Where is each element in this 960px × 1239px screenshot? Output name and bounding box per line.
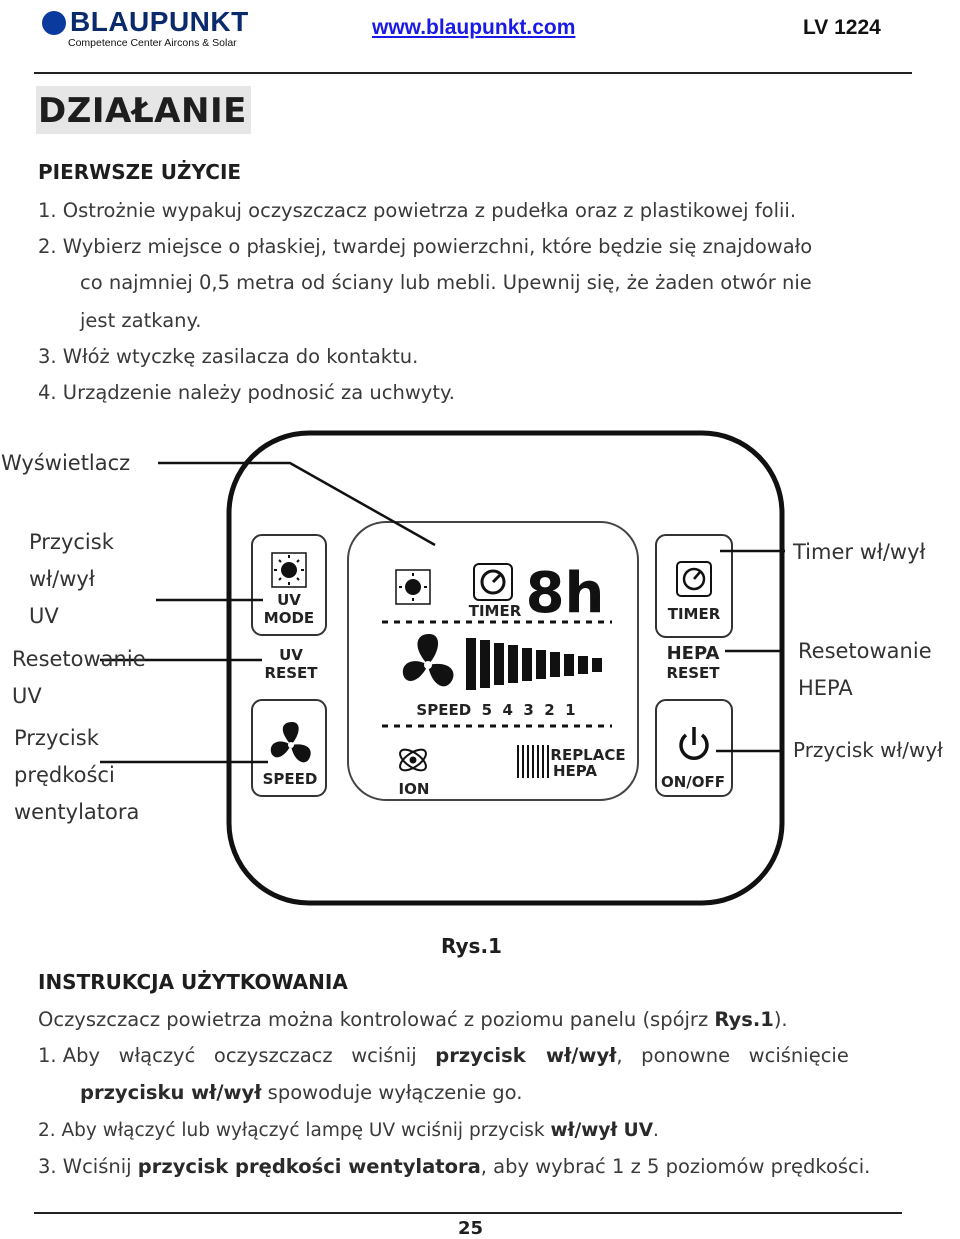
- ion-icon: [399, 748, 427, 772]
- first-use-item-cont: jest zatkany.: [80, 309, 202, 332]
- label-hepa-reset-1: Resetowanie: [798, 639, 932, 663]
- label-uv-reset-2: UV: [12, 684, 42, 708]
- display-uv-icon: [395, 569, 431, 605]
- footer-rule: [34, 1212, 902, 1214]
- instruction-item-1-cont: przycisku wł/wył spowoduje wyłączenie go…: [80, 1081, 523, 1104]
- replace-text-2: HEPA: [553, 762, 597, 780]
- page-number: 25: [458, 1218, 484, 1239]
- instructions-intro: Oczyszczacz powietrza można kontrolować …: [38, 1008, 788, 1031]
- label-speed-1: Przycisk: [14, 726, 99, 750]
- instruction-item-2: 2. Aby włączyć lub wyłączyć lampę UV wci…: [38, 1120, 659, 1141]
- power-icon: [679, 727, 709, 760]
- timer-icon: [676, 561, 712, 597]
- uv-lamp-icon: [271, 552, 307, 588]
- control-panel-figure: UV MODE UV RESET SPEED TIMER HEPA RESET …: [100, 430, 785, 906]
- label-speed-3: wentylatora: [14, 800, 140, 824]
- replace-text-1: REPLACE: [550, 746, 625, 764]
- speed-scale-text: SPEED 5 4 3 2 1: [416, 701, 575, 719]
- label-uv-button-2: wł/wył: [29, 567, 95, 591]
- figure-caption: Rys.1: [441, 934, 502, 958]
- label-uv-button-3: UV: [29, 604, 59, 628]
- first-use-item: 4. Urządzenie należy podnosić za uchwyty…: [38, 381, 455, 404]
- label-uv-button-1: Przycisk: [29, 530, 114, 554]
- label-speed-2: prędkości: [14, 763, 115, 787]
- speed-bars: [466, 638, 602, 690]
- first-use-item: 3. Włóż wtyczkę zasilacza do kontaktu.: [38, 345, 419, 368]
- model-number: LV 1224: [803, 16, 881, 39]
- display-timer-text: TIMER: [469, 602, 522, 620]
- leader-display: [158, 461, 436, 547]
- section-title: DZIAŁANIE: [36, 86, 251, 134]
- label-uv-reset-1: Resetowanie: [12, 647, 146, 671]
- timer-button: [655, 534, 733, 638]
- website-link[interactable]: www.blaupunkt.com: [372, 16, 576, 39]
- uv-reset-text-1: UV: [279, 646, 303, 664]
- uv-mode-text-1: UV: [277, 591, 301, 609]
- ion-text: ION: [399, 780, 430, 798]
- instruction-item-3: 3. Wciśnij przycisk prędkości wentylator…: [38, 1155, 871, 1178]
- uv-mode-text-2: MODE: [264, 609, 314, 627]
- speed-text: SPEED: [263, 770, 318, 788]
- display-fan-icon: [402, 633, 454, 687]
- timer-btn-text: TIMER: [668, 605, 721, 623]
- leader-lines: [100, 461, 785, 764]
- display-window: [347, 521, 639, 801]
- first-use-item: 2. Wybierz miejsce o płaskiej, twardej p…: [38, 235, 813, 258]
- label-hepa-reset-2: HEPA: [798, 676, 853, 700]
- first-use-item: 1. Ostrożnie wypakuj oczyszczacz powietr…: [38, 199, 797, 222]
- label-display: Wyświetlacz: [1, 451, 131, 475]
- first-use-item-cont: co najmniej 0,5 metra od ściany lub mebl…: [80, 271, 812, 294]
- header-rule: [34, 72, 912, 74]
- first-use-heading: PIERWSZE UŻYCIE: [38, 160, 242, 184]
- hepa-reset-text-2: RESET: [666, 664, 720, 682]
- hepa-reset-text-1: HEPA: [667, 643, 720, 664]
- display-timer-icon: [473, 563, 513, 601]
- blaupunkt-dot-icon: [42, 11, 66, 35]
- onoff-text: ON/OFF: [661, 773, 725, 791]
- logo-wordmark: BLAUPUNKT: [70, 6, 249, 37]
- logo-tagline: Competence Center Aircons & Solar: [68, 37, 237, 49]
- label-timer: Timer wł/wył: [793, 540, 926, 564]
- instructions-heading: INSTRUKCJA UŻYTKOWANIA: [38, 970, 348, 994]
- fan-icon: [270, 722, 311, 763]
- uv-reset-text-2: RESET: [264, 664, 318, 682]
- label-power: Przycisk wł/wył: [793, 738, 943, 762]
- power-button: [655, 699, 733, 797]
- instruction-item-1: 1. Aby włączyć oczyszczacz wciśnij przyc…: [38, 1044, 849, 1067]
- hepa-filter-icon: [517, 745, 549, 778]
- display-time-digits: 8h: [526, 561, 605, 626]
